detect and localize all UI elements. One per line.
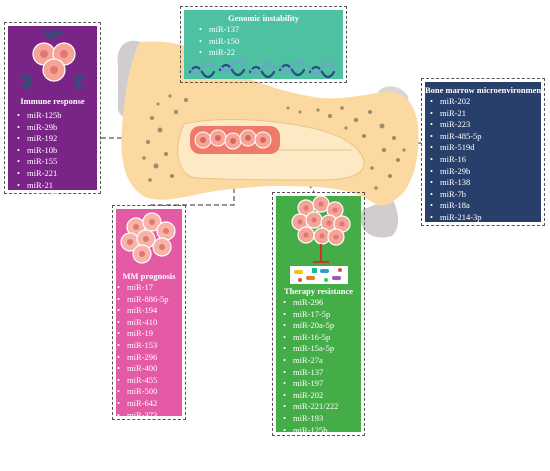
list-item: miR-137 — [198, 24, 239, 36]
therapy-resistance-title: Therapy resistance — [283, 286, 354, 296]
list-item: miR-17 — [116, 282, 169, 294]
list-item: miR-16 — [429, 154, 482, 166]
list-item: miR-150 — [198, 36, 239, 48]
bone-speckles — [142, 94, 406, 190]
list-item: miR-197 — [282, 378, 338, 390]
therapy-resistance-panel: Therapy resistance miR-296 miR-17-5p miR… — [272, 192, 365, 471]
list-item: miR-138 — [429, 177, 482, 189]
list-item: miR-10b — [16, 145, 61, 157]
bone-end-right — [360, 198, 399, 238]
list-item: miR-519d — [429, 142, 482, 154]
mm-prognosis-list: miR-17 miR-886-5p miR-194 miR-410 miR-19… — [116, 282, 169, 444]
list-item: miR-21 — [429, 108, 482, 120]
genomic-instability-panel: Genomic instability miR-137 miR-150 miR-… — [180, 6, 347, 83]
dna-strands-icon — [188, 59, 336, 79]
list-item: miR-194 — [116, 305, 169, 317]
list-item: miR-17-5p — [282, 309, 338, 321]
list-item: miR-410 — [116, 317, 169, 329]
list-item: miR-20a-5p — [282, 320, 338, 332]
list-item: miR-187 — [16, 191, 61, 203]
list-item: miR-193 — [282, 413, 338, 425]
mm-prognosis-title: MM prognosis — [122, 271, 176, 281]
list-item: miR-125b — [282, 425, 338, 437]
list-item: miR-29b — [16, 122, 61, 134]
genomic-instability-title: Genomic instability — [227, 13, 300, 23]
list-item: miR-296 — [116, 352, 169, 364]
tumor-nuclei — [200, 135, 266, 144]
bone-marrow-title: Bone marrow microenvironment — [425, 85, 544, 95]
list-item: miR-22 — [198, 47, 239, 59]
list-item: miR-192 — [16, 133, 61, 145]
list-item: miR-7b — [429, 189, 482, 201]
list-item: miR-18a — [429, 200, 482, 212]
drug-resistance-icon — [290, 196, 351, 284]
list-item: miR-455 — [116, 375, 169, 387]
list-item: miR-202 — [282, 390, 338, 402]
list-item: miR-888 — [116, 433, 169, 445]
bone-marrow-list: miR-202 miR-21 miR-223 miR-485-5p miR-51… — [429, 96, 482, 247]
list-item: miR-296 — [282, 297, 338, 309]
list-item: miR-27a — [282, 355, 338, 367]
list-item: miR-155 — [16, 156, 61, 168]
bone-marrow-panel: Bone marrow microenvironment miR-202 miR… — [421, 78, 545, 246]
list-item: miR-125b — [16, 110, 61, 122]
list-item: miR-27b-3p — [429, 224, 482, 236]
list-item: miR-152 — [282, 459, 338, 471]
list-item: miR-221/222 — [282, 401, 338, 413]
list-item: miR-373 — [116, 410, 169, 422]
list-item: miR-400 — [116, 363, 169, 375]
list-item: miR-16-5p — [282, 332, 338, 344]
therapy-resistance-list: miR-296 miR-17-5p miR-20a-5p miR-16-5p m… — [282, 297, 338, 471]
list-item: miR-146a — [429, 235, 482, 247]
list-item: miR-485-5p — [429, 131, 482, 143]
genomic-instability-list: miR-137 miR-150 miR-22 — [198, 24, 239, 59]
list-item: miR-214-3p — [429, 212, 482, 224]
list-item: miR-500 — [116, 386, 169, 398]
list-item: miR-642 — [116, 398, 169, 410]
list-item: miR-137 — [282, 367, 338, 379]
list-item: miR-29b — [429, 166, 482, 178]
list-item: miR-223 — [429, 119, 482, 131]
immune-cells-icon — [20, 28, 86, 90]
list-item: miR-886-5p — [116, 294, 169, 306]
list-item: miR-548d — [116, 421, 169, 433]
immune-response-title: Immune response — [20, 96, 85, 106]
immune-response-panel: Immune response miR-125b miR-29b miR-192… — [4, 22, 101, 202]
immune-response-list: miR-125b miR-29b miR-192 miR-10b miR-155… — [16, 110, 61, 203]
list-item: miR-15a-5p — [282, 343, 338, 355]
list-item: miR-19 — [116, 328, 169, 340]
list-item: miR-137 — [282, 436, 338, 448]
list-item: miR-221 — [16, 168, 61, 180]
myeloma-cells-icon — [120, 212, 176, 264]
list-item: miR-140-5p — [282, 448, 338, 460]
list-item: miR-153 — [116, 340, 169, 352]
list-item: miR-202 — [429, 96, 482, 108]
mm-prognosis-panel: MM prognosis miR-17 miR-886-5p miR-194 m… — [112, 205, 186, 444]
list-item: miR-21 — [16, 180, 61, 192]
